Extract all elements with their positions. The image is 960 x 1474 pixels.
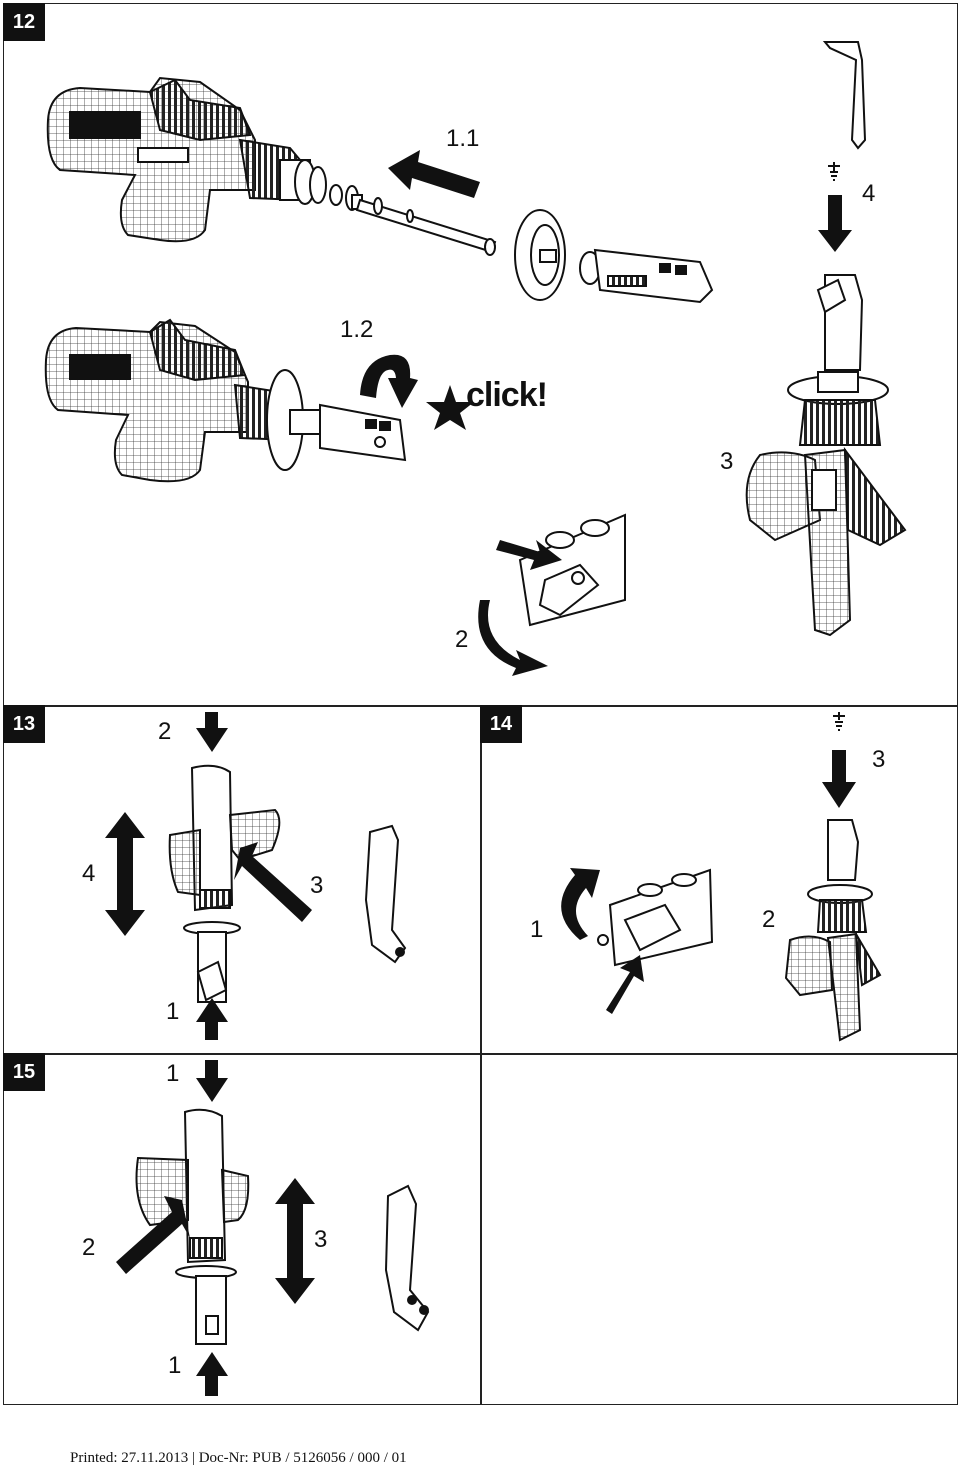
updown-arrow-icon xyxy=(105,812,145,936)
magazine-detail-icon xyxy=(597,868,714,967)
figure-15-badge: 15 xyxy=(3,1053,45,1091)
up-arrow-icon xyxy=(196,1352,228,1396)
down-arrow-icon xyxy=(822,750,856,808)
f13-label-3: 3 xyxy=(310,872,324,899)
nail-icon xyxy=(828,162,840,181)
figure-14-badge: 14 xyxy=(480,705,522,743)
push-arrow-icon xyxy=(496,540,562,570)
push-arrow-icon xyxy=(606,955,644,1014)
figure-14-panel xyxy=(480,705,958,1055)
tool-side-view-icon xyxy=(168,764,281,1003)
figure-13-badge: 13 xyxy=(3,705,45,743)
figure-12-badge: 12 xyxy=(3,3,45,41)
guide-disc-icon xyxy=(514,209,566,301)
click-text: click! xyxy=(466,376,548,414)
updown-arrow-icon xyxy=(275,1178,315,1304)
belt-hook-icon xyxy=(364,824,407,964)
upright-tool-icon xyxy=(784,819,882,1042)
f14-label-3: 3 xyxy=(872,746,886,773)
click-star-icon xyxy=(426,385,474,430)
rotate-arrow-icon xyxy=(360,354,418,408)
swing-arrow-icon xyxy=(478,600,548,676)
f15-label-3: 3 xyxy=(314,1226,328,1253)
step-label-1-1: 1.1 xyxy=(446,125,480,152)
f15-label-1-bottom: 1 xyxy=(168,1352,182,1379)
tool-side-view-icon xyxy=(135,1108,250,1345)
down-arrow-icon xyxy=(196,712,228,752)
print-footer: Printed: 27.11.2013 | Doc-Nr: PUB / 5126… xyxy=(70,1450,407,1466)
upright-tool-icon xyxy=(745,274,907,637)
down-arrow-icon xyxy=(818,195,852,252)
belt-hook-icon xyxy=(822,41,867,150)
nail-icon xyxy=(833,712,845,731)
assembled-tool-icon xyxy=(44,318,407,483)
rotate-arrow-icon xyxy=(561,868,600,940)
empty-panel xyxy=(480,1053,958,1405)
f13-label-4: 4 xyxy=(82,860,96,887)
step-label-4: 4 xyxy=(862,180,876,207)
piston-rod-icon xyxy=(329,184,497,256)
step-label-3: 3 xyxy=(720,448,734,475)
nail-gun-tool-icon xyxy=(46,76,327,243)
direction-arrow-icon xyxy=(388,150,480,198)
step-label-1-2: 1.2 xyxy=(340,316,374,343)
f14-label-2: 2 xyxy=(762,906,776,933)
f13-label-1: 1 xyxy=(166,998,180,1025)
f15-label-1-top: 1 xyxy=(166,1060,180,1087)
step-label-2: 2 xyxy=(455,626,469,653)
f13-label-2: 2 xyxy=(158,718,172,745)
f14-label-1: 1 xyxy=(530,916,544,943)
down-arrow-icon xyxy=(196,1060,228,1102)
magazine-head-icon xyxy=(579,248,714,304)
figure-13-panel xyxy=(3,705,482,1055)
up-arrow-icon xyxy=(196,998,228,1040)
magazine-latch-detail-icon xyxy=(518,513,626,627)
push-arrow-icon xyxy=(234,842,312,922)
f15-label-2: 2 xyxy=(82,1234,96,1261)
push-arrow-icon xyxy=(116,1196,190,1274)
figure-15-panel xyxy=(3,1053,482,1405)
